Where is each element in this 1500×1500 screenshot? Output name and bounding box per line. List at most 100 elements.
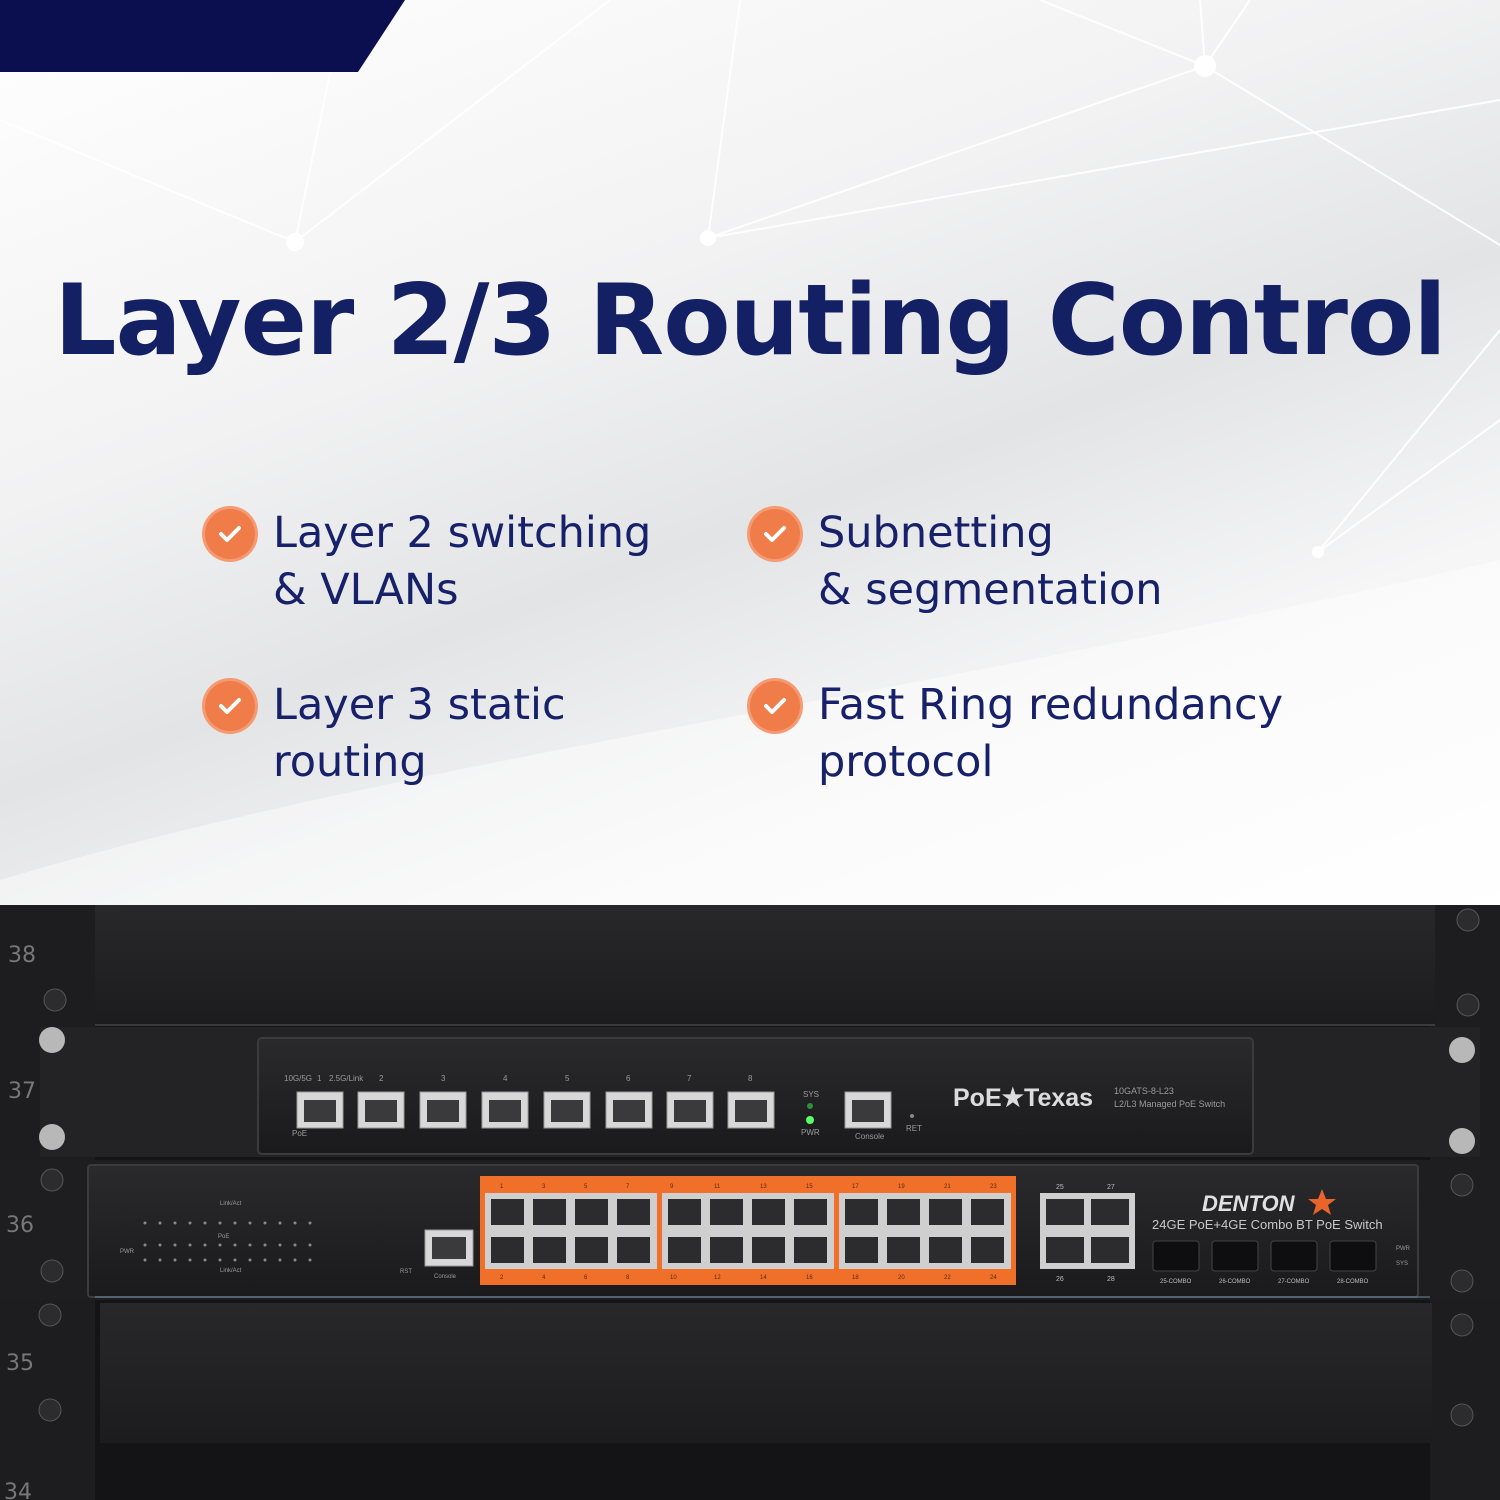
port-label: 4 [503, 1074, 508, 1083]
led-legend: Link/Act [220, 1268, 242, 1274]
bottom-switch-labels: Link/Act PoE Link/Act PWR RST Console PW… [120, 1201, 1411, 1280]
svg-text:28-COMBO: 28-COMBO [1337, 1279, 1369, 1285]
svg-text:27-COMBO: 27-COMBO [1278, 1279, 1310, 1285]
feature-item: Fast Ring redundancy protocol [750, 677, 1283, 791]
svg-text:9: 9 [670, 1184, 674, 1190]
check-circle-icon [205, 509, 255, 559]
pwr-led [806, 1116, 814, 1124]
check-circle-icon [750, 681, 800, 731]
svg-text:25: 25 [1056, 1184, 1064, 1191]
port-label: 3 [441, 1074, 446, 1083]
svg-text:21: 21 [944, 1184, 951, 1190]
led-legend: PoE [218, 1234, 229, 1240]
console-label: Console [434, 1274, 457, 1280]
port-label: 10G/5G [284, 1074, 312, 1083]
rack-photo: 10G/5G 1 2.5G/Link 2 3 4 5 6 7 8 PoE SYS… [0, 905, 1500, 1500]
feature-line: Layer 2 switching [273, 508, 652, 558]
port-cavities [304, 1100, 884, 1122]
rack-unit-number: 38 [8, 943, 36, 968]
svg-text:12: 12 [714, 1275, 721, 1281]
uplink-port-numbers: 25 27 26 28 [1056, 1184, 1115, 1283]
feature-item: Layer 3 static routing [205, 677, 566, 791]
svg-text:13: 13 [760, 1184, 767, 1190]
svg-text:8: 8 [626, 1275, 630, 1281]
panel-screws [38, 908, 1480, 1427]
corner-accent-bar [0, 0, 405, 72]
svg-text:24: 24 [990, 1275, 997, 1281]
feature-line: & segmentation [818, 565, 1163, 615]
rack-unit-number: 34 [4, 1480, 32, 1500]
combo-labels: 25-COMBO 26-COMBO 27-COMBO 28-COMBO [1160, 1279, 1369, 1285]
port-label: 2 [379, 1074, 384, 1083]
feature-text: Layer 2 switching & VLANs [273, 505, 651, 619]
sfp-slots [1152, 1240, 1377, 1272]
sys-led [807, 1103, 813, 1109]
reset-button [910, 1114, 914, 1118]
bottom-port-numbers: 2 4 6 8 10 12 14 16 18 20 22 24 [500, 1275, 997, 1281]
rack-illustration: 10G/5G 1 2.5G/Link 2 3 4 5 6 7 8 PoE SYS… [0, 905, 1500, 1500]
rack-unit-number: 36 [6, 1213, 34, 1238]
bottom-blank-panel [100, 1303, 1432, 1443]
port-label: 7 [687, 1074, 692, 1083]
svg-text:1: 1 [500, 1184, 504, 1190]
check-circle-icon [205, 681, 255, 731]
feature-line: protocol [818, 737, 994, 787]
top-blank-panel [95, 905, 1435, 1025]
svg-text:11: 11 [714, 1184, 721, 1190]
denton-logo: DENTON [1202, 1191, 1296, 1216]
svg-text:7: 7 [626, 1184, 630, 1190]
rack-unit-number: 35 [6, 1351, 34, 1376]
reset-label: RST [400, 1269, 412, 1275]
svg-text:23: 23 [990, 1184, 997, 1190]
svg-text:10: 10 [670, 1275, 677, 1281]
svg-text:16: 16 [806, 1275, 813, 1281]
star-icon [1308, 1189, 1336, 1215]
svg-text:20: 20 [898, 1275, 905, 1281]
feature-text: Layer 3 static routing [273, 677, 566, 791]
bottom-switch-description: 24GE PoE+4GE Combo BT PoE Switch [1152, 1217, 1383, 1232]
svg-text:26-COMBO: 26-COMBO [1219, 1279, 1251, 1285]
reset-label: RET [906, 1124, 922, 1133]
svg-text:17: 17 [852, 1184, 859, 1190]
status-led-matrix [143, 1221, 312, 1262]
feature-list: Layer 2 switching & VLANs Subnetting & s… [205, 505, 1355, 805]
led-label: PWR [801, 1128, 820, 1137]
port-label: 1 [317, 1074, 322, 1083]
pwr-label: PWR [120, 1249, 135, 1255]
port-label: 8 [748, 1074, 753, 1083]
svg-text:25-COMBO: 25-COMBO [1160, 1279, 1192, 1285]
rack-screws [39, 1027, 1475, 1154]
model-label: 10GATS-8-L23 [1114, 1086, 1174, 1096]
led-label: SYS [803, 1090, 819, 1099]
feature-item: Layer 2 switching & VLANs [205, 505, 651, 619]
svg-text:28: 28 [1107, 1276, 1115, 1283]
status-label: PWR [1396, 1246, 1411, 1252]
top-switch-labels: 10G/5G 1 2.5G/Link 2 3 4 5 6 7 8 PoE SYS… [284, 1074, 922, 1141]
poetexas-logo: PoE★Texas [953, 1084, 1093, 1112]
feature-item: Subnetting & segmentation [750, 505, 1163, 619]
description-label: L2/L3 Managed PoE Switch [1114, 1099, 1225, 1109]
svg-text:27: 27 [1107, 1184, 1115, 1191]
check-circle-icon [750, 509, 800, 559]
svg-text:14: 14 [760, 1275, 767, 1281]
feature-line: Subnetting [818, 508, 1054, 558]
svg-text:19: 19 [898, 1184, 905, 1190]
top-port-numbers: 1 3 5 7 9 11 13 15 17 19 21 23 [500, 1184, 997, 1190]
poe-label: PoE [292, 1129, 307, 1138]
port-label: 2.5G/Link [329, 1074, 364, 1083]
feature-text: Subnetting & segmentation [818, 505, 1163, 619]
rack-unit-number: 37 [8, 1079, 36, 1104]
network-lines-decoration [0, 0, 1500, 905]
status-label: SYS [1396, 1261, 1408, 1267]
port-label: 6 [626, 1074, 631, 1083]
feature-text: Fast Ring redundancy protocol [818, 677, 1283, 791]
port-label: 5 [565, 1074, 570, 1083]
svg-text:4: 4 [542, 1275, 546, 1281]
svg-text:3: 3 [542, 1184, 546, 1190]
svg-text:26: 26 [1056, 1276, 1064, 1283]
feature-line: Layer 3 static [273, 680, 566, 730]
svg-text:5: 5 [584, 1184, 588, 1190]
svg-text:6: 6 [584, 1275, 588, 1281]
svg-text:2: 2 [500, 1275, 504, 1281]
